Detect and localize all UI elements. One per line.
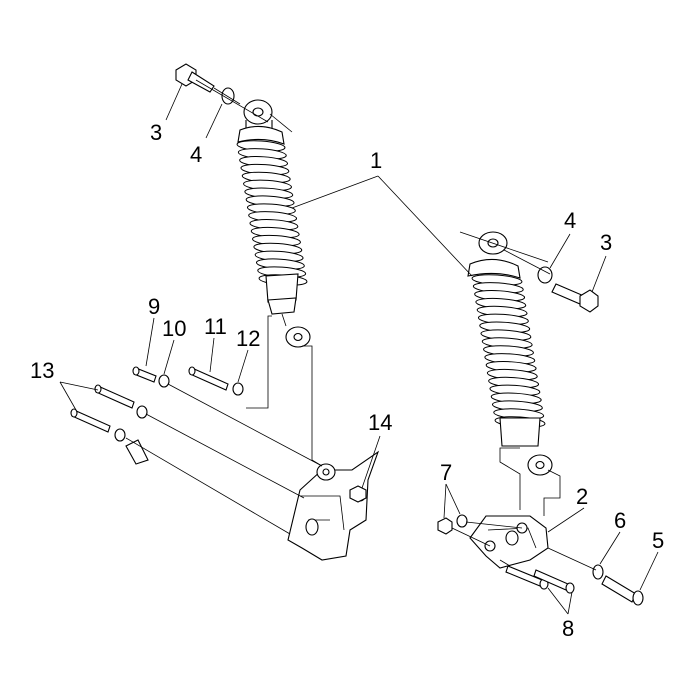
right-shock-absorber[interactable] xyxy=(459,231,553,476)
left-mounting-bracket[interactable] xyxy=(287,450,380,561)
leader-lines xyxy=(59,83,659,615)
bolt-13-upper[interactable] xyxy=(95,385,135,409)
bolt-11[interactable] xyxy=(189,367,229,391)
callout-4-right: 4 xyxy=(564,208,576,233)
washer-12[interactable] xyxy=(232,382,244,396)
callout-9: 9 xyxy=(148,294,160,319)
bolt-3-right[interactable] xyxy=(551,283,599,313)
washer-10[interactable] xyxy=(158,374,170,388)
left-shock-absorber[interactable] xyxy=(236,99,311,348)
bolt-13-lower[interactable] xyxy=(71,409,111,433)
bolt-3-left[interactable] xyxy=(175,63,215,93)
callout-14: 14 xyxy=(368,410,392,435)
callout-3-left: 3 xyxy=(150,120,162,145)
callout-5: 5 xyxy=(652,528,664,553)
callout-2: 2 xyxy=(576,484,588,509)
callout-1: 1 xyxy=(370,148,382,173)
callout-7: 7 xyxy=(440,460,452,485)
callout-10: 10 xyxy=(162,316,186,341)
callout-6: 6 xyxy=(614,508,626,533)
callout-11: 11 xyxy=(204,314,227,339)
callout-12: 12 xyxy=(236,326,260,351)
callout-13: 13 xyxy=(30,358,54,383)
left-spacer[interactable] xyxy=(125,439,149,465)
bolt-5[interactable] xyxy=(601,575,644,606)
washer-7-b[interactable] xyxy=(456,514,468,528)
callout-4-left: 4 xyxy=(190,142,202,167)
callout-3-right: 3 xyxy=(600,230,612,255)
callout-8: 8 xyxy=(562,616,574,641)
nut-7-a[interactable] xyxy=(437,517,453,535)
washer-4-right[interactable] xyxy=(537,266,553,284)
washer-6[interactable] xyxy=(592,564,604,580)
assembly-guide-lines xyxy=(125,79,597,571)
callout-labels: 1 2 3 3 4 4 5 6 7 8 9 10 11 12 13 14 xyxy=(30,120,664,641)
